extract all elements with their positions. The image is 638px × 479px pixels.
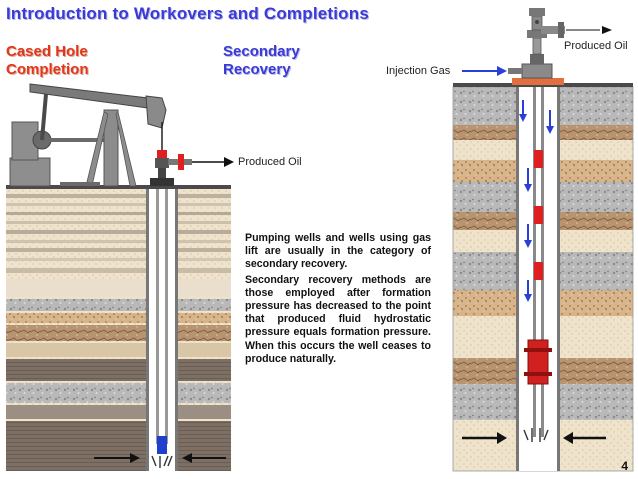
ground-strata-left <box>6 189 231 471</box>
paragraph-2: Secondary recovery methods are those emp… <box>245 273 431 365</box>
produced-oil-label-right: Produced Oil <box>564 40 628 52</box>
flowline-valve-left <box>178 154 184 170</box>
secondary-recovery-heading-line2: Recovery <box>223 61 291 78</box>
gas-lift-valve-1 <box>534 150 543 168</box>
wellhead-right <box>462 8 612 85</box>
formation-inflow-arrows-left <box>94 453 226 463</box>
secondary-recovery-heading: Secondary Recovery <box>223 43 300 79</box>
injection-gas-label: Injection Gas <box>386 65 451 77</box>
produced-oil-label-left: Produced Oil <box>238 156 302 168</box>
paragraph-1: Pumping wells and wells using gas lift a… <box>245 232 431 271</box>
formation-inflow-arrows-right <box>462 432 606 444</box>
production-packer <box>527 339 549 385</box>
cased-hole-heading: Cased Hole Completion <box>6 43 89 79</box>
explanation-text: Pumping wells and wells using gas lift a… <box>245 232 431 366</box>
gas-lift-valve-3 <box>534 262 543 280</box>
cased-hole-heading-line2: Completion <box>6 61 89 78</box>
page-number: 4 <box>621 459 628 473</box>
downhole-pump <box>157 436 167 454</box>
cased-hole-heading-line1: Cased Hole <box>6 43 88 60</box>
page-title: Introduction to Workovers and Completion… <box>6 4 370 23</box>
wellbore-right <box>516 87 560 471</box>
wellbore-left <box>146 189 178 471</box>
surface-line-left <box>6 185 231 189</box>
pump-jack <box>9 83 167 187</box>
gas-lift-valve-2 <box>534 206 543 224</box>
secondary-recovery-heading-line1: Secondary <box>223 43 300 60</box>
wellhead-left <box>150 150 234 186</box>
injection-gas-flow-arrows <box>519 100 554 302</box>
